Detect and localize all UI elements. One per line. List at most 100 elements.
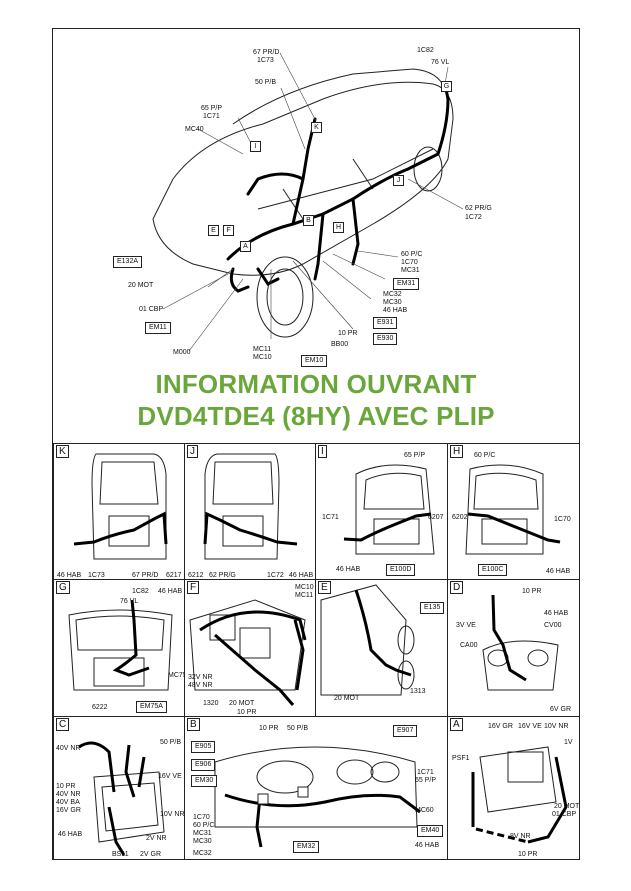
box-em75a: EM75A — [136, 701, 167, 713]
door-rear-left-drawing — [203, 453, 298, 560]
engine-harness-drawing — [189, 599, 307, 706]
label-46-hab: 46 HAB — [336, 566, 361, 573]
label-mc10: MC10 — [295, 584, 314, 591]
label-cv00: CV00 — [544, 622, 562, 629]
label-10-pr: 10 PR — [522, 588, 542, 595]
box-e132a: E132A — [113, 256, 143, 268]
panel-letter: C — [56, 718, 70, 731]
label-bs11: BS11 — [112, 851, 129, 858]
label-1c70: 1C70 — [193, 814, 210, 821]
label-46-hab: 46 HAB — [289, 572, 314, 579]
panel-f: F MC10 MC11 32V NR 48V NR 1320 20 MOT 10… — [184, 579, 316, 717]
panel-j: J 6212 62 PR/G 1C72 46 HAB — [184, 443, 316, 580]
relay-box-drawing — [471, 746, 568, 844]
label-48v-nr: 48V NR — [188, 682, 213, 689]
label-76-vl: 76 VL — [431, 59, 450, 66]
label-mc75: MC75 — [168, 672, 185, 679]
label-6212: 6212 — [188, 572, 204, 579]
label-76-vl: 76 VL — [120, 598, 139, 605]
label-46-hab: 46 HAB — [158, 588, 183, 595]
label-3v-ve: 3V VE — [456, 622, 476, 629]
door-rear-right-drawing — [73, 453, 168, 560]
door-front-left-drawing — [465, 464, 561, 555]
label-46-hab: 46 HAB — [58, 831, 83, 838]
box-e100d: E100D — [386, 564, 416, 576]
label-mc31: MC31 — [401, 267, 420, 274]
box-e931: E931 — [373, 317, 398, 329]
label-1c72: 1C72 — [267, 572, 284, 579]
label-1c73: 1C73 — [88, 572, 105, 579]
label-40v-nr: 40V NR — [56, 791, 81, 798]
label-1c82: 1C82 — [132, 588, 149, 595]
connector-i: I — [250, 141, 261, 152]
label-62-pr-g: 62 PR/G — [465, 205, 492, 212]
label-6v-gr: 6V GR — [550, 706, 572, 713]
label-bb00: BB00 — [331, 341, 349, 348]
panel-letter: F — [187, 581, 200, 594]
label-10v-nr: 10V NR — [160, 811, 185, 818]
vehicle-drawing — [152, 52, 464, 352]
connector-b: B — [303, 215, 314, 226]
label-10v-nr: 10V NR — [544, 723, 569, 730]
label-65-pp: 65 P/P — [415, 777, 437, 784]
label-6217: 6217 — [166, 572, 182, 579]
label-8v-nr: 8V NR — [510, 833, 531, 840]
label-6207: 6207 — [428, 514, 444, 521]
label-ca00: CA00 — [460, 642, 478, 649]
box-em30: EM30 — [191, 775, 218, 787]
connector-e: E — [208, 225, 219, 236]
label-60-pc: 60 P/C — [474, 452, 496, 459]
label-46-hab: 46 HAB — [415, 842, 440, 849]
label-60-pc: 60 P/C — [193, 822, 215, 829]
label-1c72: 1C72 — [465, 214, 482, 221]
label-mc32: MC32 — [193, 850, 212, 857]
label-10-pr: 10 PR — [56, 783, 76, 790]
fuse-box-drawing — [78, 741, 165, 856]
label-mc11: MC11 — [253, 346, 272, 353]
box-em32: EM32 — [293, 841, 320, 853]
label-16v-ve: 16V VE — [158, 773, 182, 780]
tailgate-drawing — [68, 599, 173, 691]
label-60-pc: 60 P/C — [401, 251, 423, 258]
label-32v-nr: 32V NR — [188, 674, 213, 681]
label-01-cbp: 01 CBP — [552, 811, 577, 818]
label-10-pr: 10 PR — [338, 330, 358, 337]
label-1c71: 1C71 — [203, 113, 220, 120]
box-em10: EM10 — [301, 355, 328, 367]
label-40v-ba: 40V BA — [56, 799, 80, 806]
label-65-pp: 65 P/P — [404, 452, 426, 459]
label-20-mot: 20 MOT — [554, 803, 580, 810]
label-67-pr-d: 67 PR/D — [253, 49, 280, 56]
label-mc32: MC32 — [383, 291, 402, 298]
panel-d: D 10 PR 46 HAB 3V VE CV00 CA00 6V GR — [447, 579, 580, 717]
title-line-2: DVD4TDE4 (8HY) AVEC PLIP — [137, 401, 495, 431]
label-46-hab: 46 HAB — [57, 572, 82, 579]
label-50-pb: 50 P/B — [255, 79, 277, 86]
title-line-1: INFORMATION OUVRANT — [155, 369, 477, 399]
label-10-pr: 10 PR — [518, 851, 538, 858]
label-46-hab: 46 HAB — [383, 307, 408, 314]
label-mc60: MC60 — [415, 807, 434, 814]
label-10-pr: 10 PR — [259, 725, 279, 732]
label-10-pr: 10 PR — [237, 709, 257, 716]
label-mc10: MC10 — [253, 354, 272, 361]
panel-letter: B — [187, 718, 200, 731]
panel-k: K 46 HAB 1C73 67 PR/D 6217 — [53, 443, 185, 580]
label-46-hab: 46 HAB — [546, 568, 571, 575]
panel-b: B 10 PR 50 P/B 1C71 65 P/P MC60 46 HAB 1… — [184, 716, 448, 860]
panel-a: A 16V GR 16V VE 10V NR 1V PSF1 20 MOT 01… — [447, 716, 580, 860]
panel-i: I 65 P/P 1C71 6207 46 HAB E100D — [315, 443, 448, 580]
label-psf1: PSF1 — [452, 755, 470, 762]
label-6222: 6222 — [92, 704, 108, 711]
label-01-cbp: 01 CBP — [139, 306, 164, 313]
label-mc11: MC11 — [295, 592, 314, 599]
label-1c70: 1C70 — [554, 516, 571, 523]
box-em40: EM40 — [417, 825, 444, 837]
label-20-mot: 20 MOT — [334, 695, 360, 702]
label-1c71: 1C71 — [417, 769, 434, 776]
label-65-pp: 65 P/P — [201, 105, 223, 112]
label-mc31: MC31 — [193, 830, 212, 837]
label-mc30: MC30 — [193, 838, 212, 845]
label-50-pb: 50 P/B — [160, 739, 182, 746]
box-e100c: E100C — [478, 564, 508, 576]
